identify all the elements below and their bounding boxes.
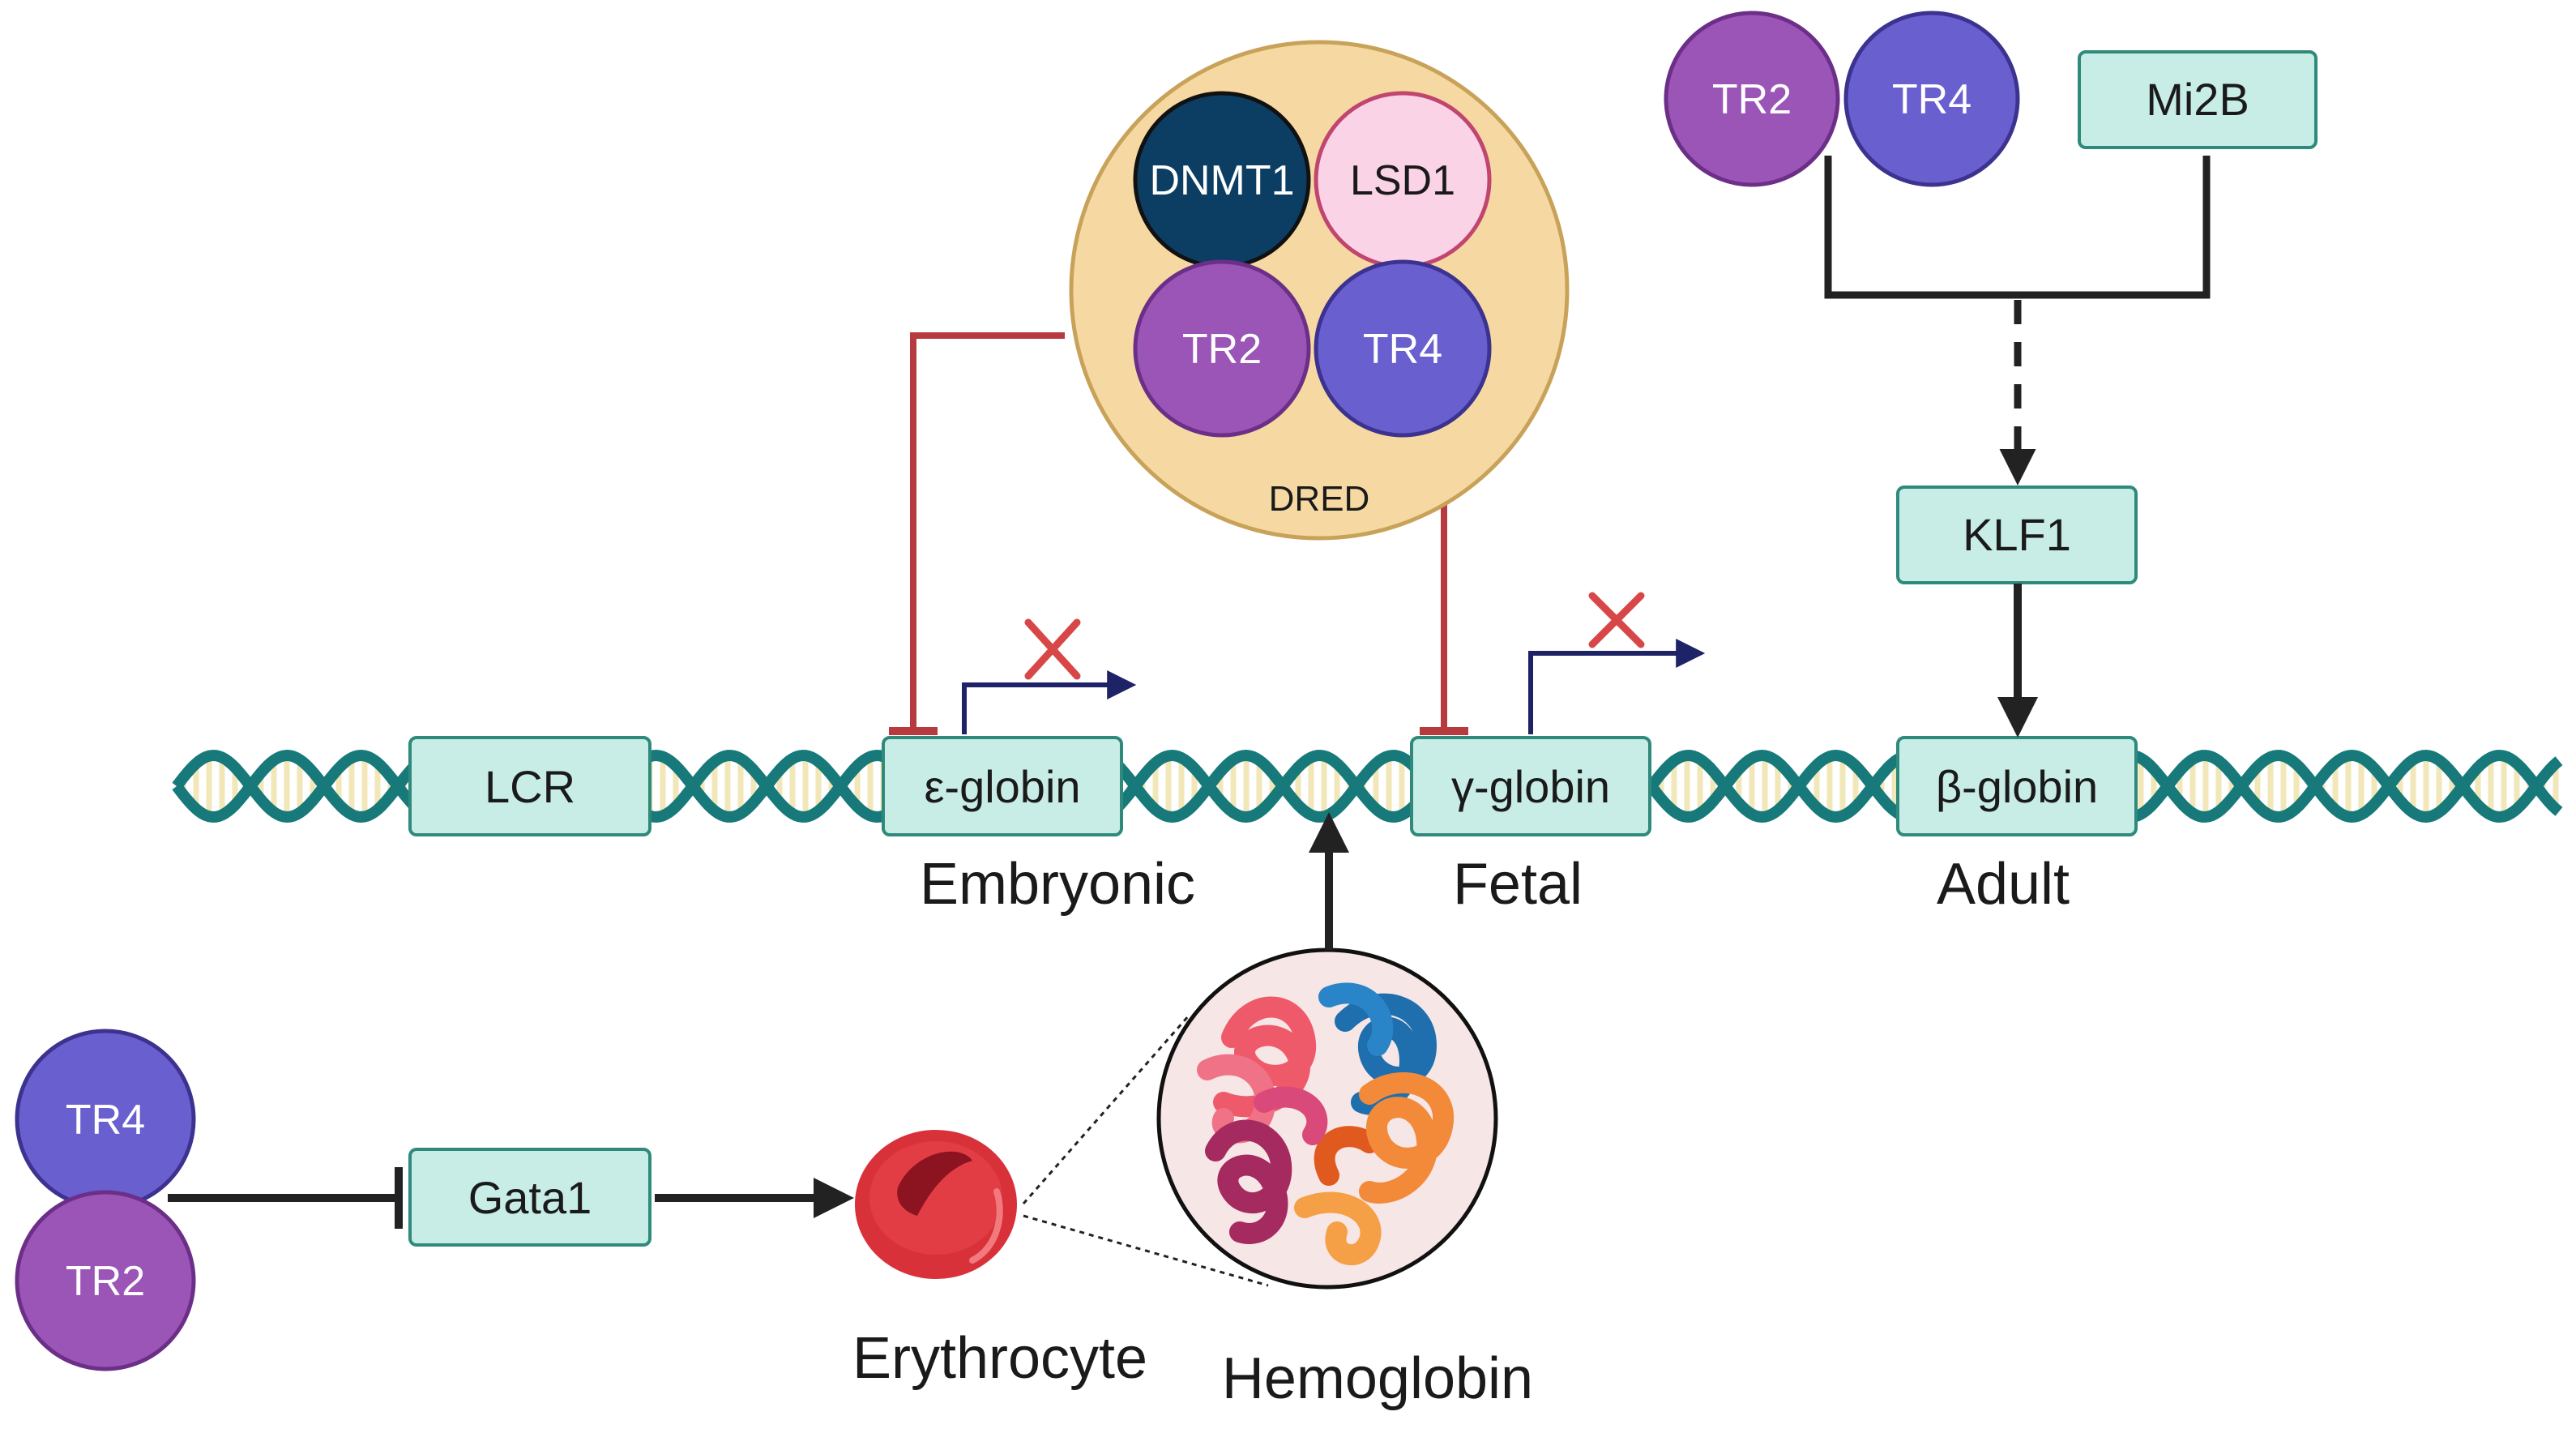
zoom-lines	[1022, 1014, 1269, 1287]
mi2b-label: Mi2B	[2146, 74, 2249, 125]
gene-epsilon-label: ε-globin	[924, 761, 1080, 812]
x-mark-icon	[1588, 592, 1645, 648]
dred-repression-epsilon	[889, 332, 1065, 735]
bottom-left-tr2[interactable]: TR2	[15, 1190, 196, 1371]
tss-arrow-icon	[962, 670, 1137, 734]
bottom-tr2-label: TR2	[66, 1258, 145, 1305]
dred-tr4-label: TR4	[1363, 326, 1442, 373]
klf1-box[interactable]: KLF1	[1896, 486, 2138, 584]
dred-dnmt1: DNMT1	[1133, 91, 1311, 269]
lsd1-label: LSD1	[1350, 157, 1455, 204]
bottom-left-tr4[interactable]: TR4	[15, 1029, 196, 1210]
gata1-label: Gata1	[468, 1172, 592, 1223]
stage-adult: Adult	[1937, 852, 2070, 917]
hemoglobin-label: Hemoglobin	[1222, 1346, 1533, 1411]
gene-epsilon-globin[interactable]: ε-globin	[882, 736, 1123, 836]
gata1-box[interactable]: Gata1	[408, 1148, 651, 1247]
mi2b-box[interactable]: Mi2B	[2078, 50, 2318, 149]
top-tr2-label: TR2	[1712, 76, 1792, 123]
klf1-label: KLF1	[1963, 509, 2071, 560]
gene-lcr[interactable]: LCR	[408, 736, 651, 836]
gata1-inhibition	[168, 1167, 403, 1229]
dred-tr2-label: TR2	[1182, 326, 1262, 373]
top-right-tr4[interactable]: TR4	[1843, 11, 2020, 187]
gene-gamma-label: γ-globin	[1451, 761, 1610, 812]
gene-gamma-globin[interactable]: γ-globin	[1410, 736, 1651, 836]
complex-bracket	[1824, 156, 2211, 299]
erythrocyte-label: Erythrocyte	[852, 1326, 1147, 1391]
dnmt1-label: DNMT1	[1149, 157, 1294, 204]
dred-label: DRED	[1269, 479, 1370, 519]
dred-repression-gamma	[1420, 496, 1468, 735]
erythrocyte-icon	[855, 1130, 1017, 1279]
dred-tr2: TR2	[1133, 259, 1311, 438]
dred-tr4: TR4	[1314, 259, 1492, 438]
dred-lsd1: LSD1	[1314, 91, 1492, 269]
gene-beta-label: β-globin	[1936, 761, 2098, 812]
gene-lcr-label: LCR	[485, 761, 575, 812]
gene-beta-globin[interactable]: β-globin	[1896, 736, 2138, 836]
bottom-tr4-label: TR4	[66, 1097, 145, 1144]
tss-arrow-icon	[1528, 639, 1706, 734]
top-right-tr2[interactable]: TR2	[1664, 11, 1840, 187]
dred-complex[interactable]: DNMT1 LSD1 TR2 TR4 DRED	[1069, 40, 1570, 541]
stage-fetal: Fetal	[1453, 852, 1583, 917]
hemoglobin-icon	[1156, 947, 1498, 1290]
top-tr4-label: TR4	[1892, 76, 1972, 123]
stage-embryonic: Embryonic	[920, 852, 1195, 917]
x-mark-icon	[1024, 618, 1081, 680]
